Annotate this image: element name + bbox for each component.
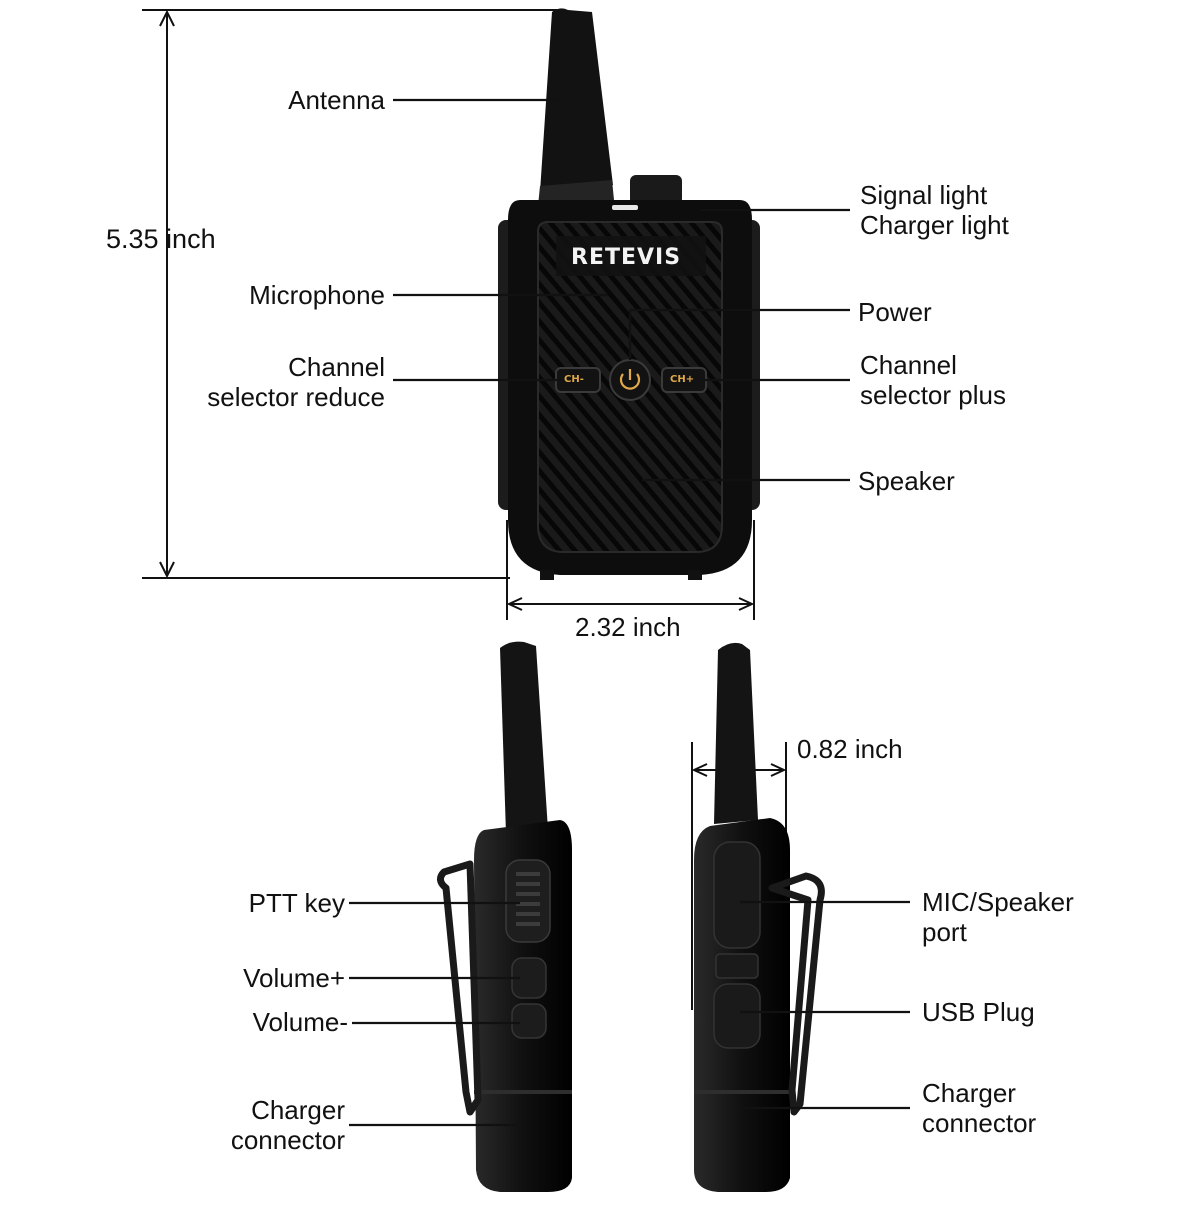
ptt-key xyxy=(505,859,551,943)
charger-connector-right-label-2: connector xyxy=(922,1108,1037,1138)
channel-plus-label-2: selector plus xyxy=(860,380,1006,410)
microphone-label: Microphone xyxy=(249,280,385,310)
power-icon xyxy=(619,369,641,390)
ch-minus-label: CH- xyxy=(564,374,584,385)
volume-minus-key xyxy=(511,1003,547,1039)
mic-speaker-port-label-2: port xyxy=(922,917,967,947)
antenna-label: Antenna xyxy=(288,85,385,115)
usb-plug-label: USB Plug xyxy=(922,997,1035,1027)
speaker-label: Speaker xyxy=(858,466,955,496)
signal-light-label: Signal light xyxy=(860,180,988,210)
width-label: 2.32 inch xyxy=(575,612,681,642)
mic-speaker-port xyxy=(713,841,761,949)
leader-lines xyxy=(349,98,910,1127)
radio-left-side-view xyxy=(437,641,572,1192)
charger-connector-right-label-1: Charger xyxy=(922,1078,1016,1108)
channel-plus-label-1: Channel xyxy=(860,350,957,380)
radio-front-view xyxy=(498,8,760,580)
ptt-key-label: PTT key xyxy=(248,888,345,918)
volume-minus-label: Volume- xyxy=(252,1007,348,1037)
right-belt-clip xyxy=(768,872,825,1116)
height-label: 5.35 inch xyxy=(106,224,216,254)
channel-reduce-label-2: selector reduce xyxy=(207,382,385,412)
charger-connector-left-label-2: connector xyxy=(230,1125,345,1155)
ch-plus-label: CH+ xyxy=(670,374,695,385)
signal-light xyxy=(612,205,638,210)
height-dimension xyxy=(142,9,560,579)
volume-plus-label: Volume+ xyxy=(243,963,345,993)
radio-right-side-view xyxy=(694,642,825,1192)
right-antenna xyxy=(714,642,758,824)
charger-light-label: Charger light xyxy=(860,210,1009,240)
power-label: Power xyxy=(858,297,932,327)
mic-speaker-port-label-1: MIC/Speaker xyxy=(922,887,1074,917)
depth-label: 0.82 inch xyxy=(797,734,903,764)
left-antenna xyxy=(500,641,548,834)
left-belt-clip xyxy=(437,860,482,1116)
brand-logo: RETEVIS xyxy=(571,245,682,270)
channel-reduce-label-1: Channel xyxy=(288,352,385,382)
usb-plug xyxy=(713,983,761,1049)
width-dimension xyxy=(506,520,755,620)
antenna xyxy=(540,8,613,193)
charger-connector-left-label-1: Charger xyxy=(251,1095,345,1125)
